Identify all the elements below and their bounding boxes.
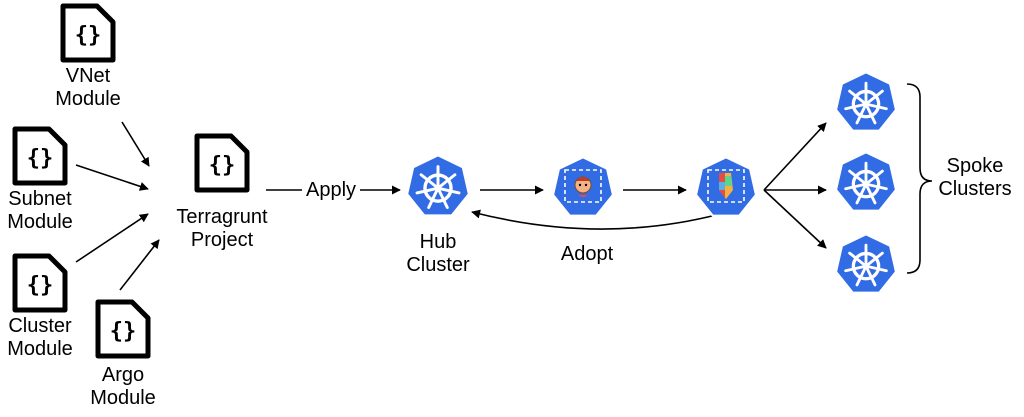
terragrunt-project-label: Terragrunt Project: [160, 206, 284, 252]
hub-kubernetes-icon: [405, 153, 471, 218]
vnet-module-icon: [63, 6, 113, 60]
spoke-clusters-label: Spoke Clusters: [926, 155, 1024, 201]
adopt-arrow: [471, 209, 721, 230]
terragrunt-project-icon: [197, 136, 247, 190]
arrow-vnet-to-project: [121, 121, 150, 167]
cluster-module-label-line1: Cluster: [8, 315, 72, 337]
adopt-label: Adopt: [560, 243, 614, 265]
vnet-module-label-line1: VNet: [65, 65, 111, 87]
argo-module-label-line1: Argo: [101, 364, 145, 386]
spoke-kubernetes-icon-1: [834, 70, 898, 133]
hub-cluster-label-line2: Cluster: [406, 254, 470, 276]
cluster-module-icon: [15, 256, 65, 310]
argo-module-icon: [98, 302, 148, 356]
hub-cluster-label: Hub Cluster: [395, 231, 481, 277]
spoke-clusters-brace: [906, 83, 933, 274]
vnet-module-label-line2: Module: [55, 88, 121, 110]
spoke-clusters-label-line1: Spoke: [946, 155, 1004, 177]
spoke-kubernetes-icon-2: [834, 150, 898, 213]
arrow-argo-to-project: [119, 239, 160, 291]
argo-module-label-line2: Module: [90, 387, 156, 409]
subnet-module-label: Subnet Module: [0, 188, 80, 234]
spoke-clusters-label-line2: Clusters: [938, 178, 1012, 200]
subnet-module-icon: [15, 129, 65, 183]
subnet-module-label-line1: Subnet: [8, 188, 72, 210]
vnet-module-label: VNet Module: [46, 65, 130, 111]
crossplane-operator-icon: [551, 156, 615, 217]
spoke-kubernetes-icon-3: [834, 232, 898, 295]
arrow-to-spoke-1: [763, 122, 827, 191]
arrow-subnet-to-project: [75, 164, 149, 191]
cluster-module-label-line2: Module: [7, 338, 73, 360]
argo-module-label: Argo Module: [83, 364, 163, 410]
terragrunt-project-label-line2: Project: [190, 229, 254, 251]
kubernetes-resource-icon: [694, 156, 758, 217]
hub-cluster-label-line1: Hub: [419, 231, 457, 253]
terragrunt-project-label-line1: Terragrunt: [176, 206, 268, 228]
arrow-cluster-to-project: [75, 213, 149, 263]
subnet-module-label-line2: Module: [7, 211, 73, 233]
cluster-module-label: Cluster Module: [0, 315, 80, 361]
apply-label: Apply: [305, 179, 357, 201]
arrow-to-spoke-3: [763, 189, 827, 249]
